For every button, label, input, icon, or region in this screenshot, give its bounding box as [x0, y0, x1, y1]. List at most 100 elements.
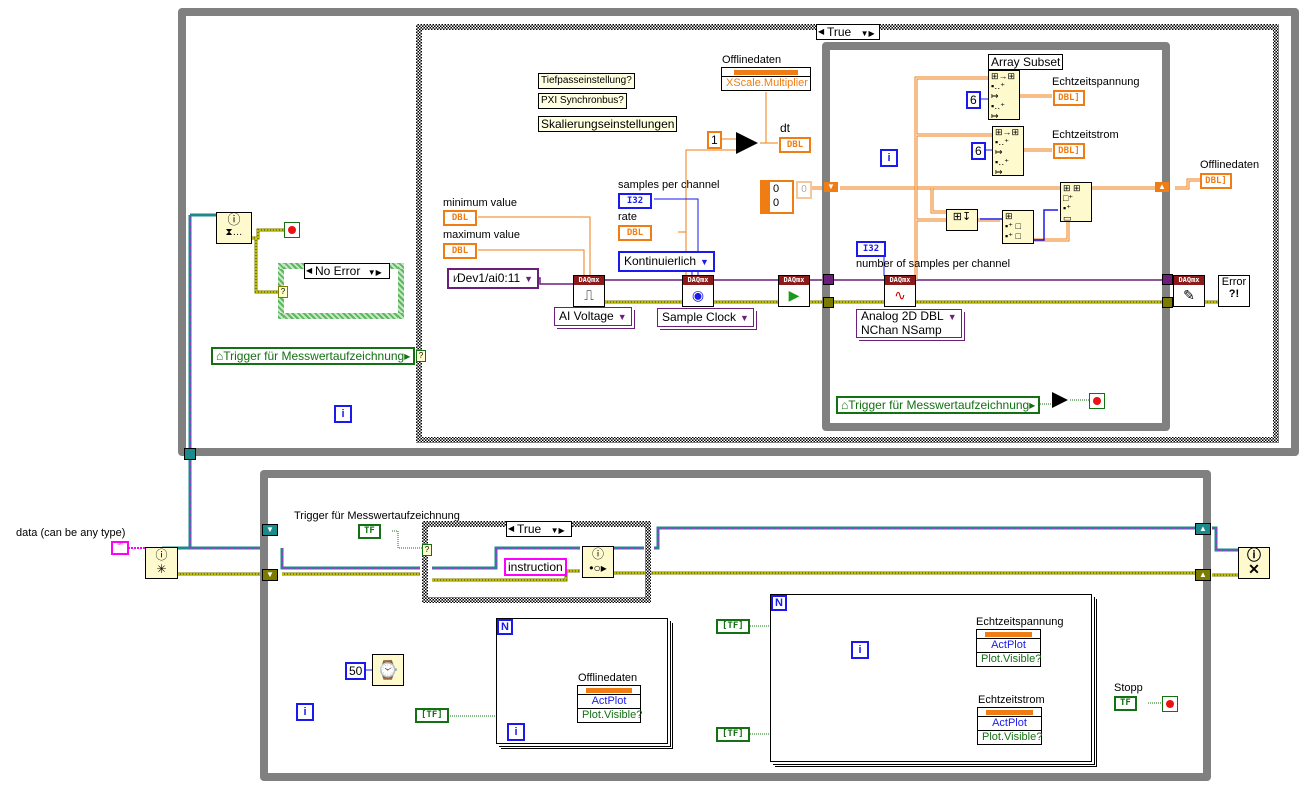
echtzeitstrom-label: Echtzeitstrom	[1052, 129, 1119, 141]
wait-node[interactable]: ⌚	[372, 654, 404, 686]
note-tiefpass: Tiefpasseinstellung?	[538, 73, 635, 89]
task-tunnel	[1162, 274, 1173, 285]
minimum-value-control[interactable]: DBL	[443, 210, 477, 226]
array-constant[interactable]: 0 0	[760, 180, 794, 214]
dropdown-arrow-icon[interactable]: ▼	[947, 312, 957, 322]
dropdown-arrow-icon[interactable]: ▼	[524, 274, 534, 284]
constant-one[interactable]: 1	[707, 131, 722, 149]
shift-register-left[interactable]: ▼	[824, 182, 838, 192]
outer-while-loop[interactable]	[178, 8, 1299, 456]
for-loop-2-boolean-array-1[interactable]: [TF]	[716, 619, 750, 634]
subset-length-constant-1[interactable]: 6	[966, 91, 981, 109]
shift-register-variant-left[interactable]: ▼	[262, 524, 278, 536]
number-samples-control[interactable]: I32	[856, 241, 886, 257]
lower-stop-terminal[interactable]	[1162, 696, 1178, 712]
echtzeitspannung-indicator[interactable]: DBL]	[1053, 90, 1085, 106]
array-subset-node-3[interactable]: ⊞▪⁺ □▪⁺ □	[1002, 210, 1034, 244]
note-skalierung: Skalierungseinstellungen	[538, 116, 678, 132]
array-subset-node-1[interactable]: ⊞→⊞▪‥⁺↦▪‥⁺↦	[988, 70, 1020, 121]
rate-control[interactable]: DBL	[618, 225, 652, 241]
error-case-selector[interactable]: ◀ No Error ▼▶	[304, 263, 390, 279]
lower-while-loop[interactable]	[260, 470, 1211, 781]
instruction-constant[interactable]: instruction	[504, 558, 567, 576]
dt-indicator[interactable]: DBL	[779, 137, 811, 153]
minimum-value-label: minimum value	[443, 197, 517, 209]
offlinedaten-indicator[interactable]: DBL]	[1200, 173, 1232, 189]
maximum-value-label: maximum value	[443, 229, 521, 241]
dropdown-arrow-icon[interactable]: ▼	[617, 312, 627, 322]
iteration-terminal: i	[880, 149, 898, 167]
shift-register-right[interactable]: ▲	[1155, 182, 1169, 192]
home-icon: ⌂	[216, 349, 224, 363]
build-array-node[interactable]: ⊞ ⊞□⁺▪⁺▭	[1060, 182, 1092, 223]
enqueue-node[interactable]: ⓘ•○▸	[582, 546, 614, 578]
timing-mode-ring[interactable]: Kontinuierlich▼	[618, 251, 715, 272]
shift-register-error-right[interactable]: ▲	[1195, 569, 1211, 581]
divide-node[interactable]	[736, 132, 758, 154]
error-case-selector-value: No Error	[315, 264, 361, 278]
echtzeitspannung-prop-label: Echtzeitspannung	[976, 616, 1064, 628]
ai-voltage-ring[interactable]: AI Voltage▼	[554, 307, 632, 326]
offlinedaten-property-node[interactable]: XScale.Multiplier	[721, 67, 811, 91]
data-control[interactable]: “”	[111, 541, 129, 555]
daqmx-timing-node[interactable]: DAQmx◉	[682, 275, 714, 307]
trigger-global-variable[interactable]: ⌂Trigger für Messwertaufzeichnung▸	[211, 347, 416, 365]
error-queue-create-node[interactable]: ⓘ✳	[145, 547, 178, 579]
lower-case-selector-value: True	[517, 522, 542, 536]
shift-register-error-left[interactable]: ▼	[262, 569, 278, 581]
array-index-display[interactable]: 0	[796, 181, 812, 199]
dropdown-arrow-icon[interactable]: ▼	[700, 257, 709, 267]
for-loop-2-iteration: i	[851, 641, 869, 659]
daqmx-clear-task-node[interactable]: DAQmx✎	[1173, 275, 1205, 307]
maximum-value-control[interactable]: DBL	[443, 243, 477, 259]
echtzeitspannung-label: Echtzeitspannung	[1052, 76, 1140, 88]
for-loop-1-boolean-array[interactable]: [TF]	[415, 708, 449, 723]
rate-label: rate	[618, 211, 637, 223]
offlinedaten-plot-property-node[interactable]: ActPlot Plot.Visible?	[577, 685, 642, 723]
dropdown-arrow-icon[interactable]: ▼▶	[860, 29, 875, 38]
case-selector-terminal: ?	[416, 350, 426, 362]
daqmx-start-task-node[interactable]: DAQmx▶	[778, 275, 810, 307]
daqmx-create-channel-node[interactable]: DAQmx⎍	[573, 275, 605, 307]
dropdown-arrow-icon[interactable]: ▼	[740, 313, 749, 323]
hourglass-icon: ⧗…	[225, 227, 243, 238]
trigger-boolean-control[interactable]: TF	[358, 524, 381, 539]
stop-terminal[interactable]	[284, 222, 300, 238]
play-icon: ▶	[788, 287, 800, 303]
error-tunnel	[823, 297, 834, 308]
trigger-global-variable-inner[interactable]: ⌂Trigger für Messwertaufzeichnung▸	[836, 396, 1041, 414]
subset-length-constant-2[interactable]: 6	[971, 142, 986, 160]
lower-case-selector[interactable]: ◀ True ▼▶	[506, 521, 572, 537]
echtzeitspannung-plot-property-node[interactable]: ActPlot Plot.Visible?	[976, 629, 1041, 667]
dropdown-arrow-icon[interactable]: ▼▶	[550, 526, 565, 535]
error-tunnel	[1162, 297, 1173, 308]
array-size-node[interactable]: ⊞↧	[946, 209, 978, 231]
warning-icon: ⓘ	[227, 212, 241, 227]
error-dialog-node[interactable]: Error?!	[1218, 275, 1250, 307]
shift-register-variant-right[interactable]: ▲	[1195, 523, 1211, 535]
array-subset-node-2[interactable]: ⊞→⊞▪‥⁺↦▪‥⁺↦	[992, 126, 1024, 177]
echtzeitstrom-indicator[interactable]: DBL]	[1053, 143, 1085, 159]
for-loop-count-terminal: N	[497, 619, 513, 635]
daqmx-read-node[interactable]: DAQmx∿	[884, 275, 916, 307]
offlinedaten-prop-label: Offlinedaten	[578, 672, 638, 684]
decrement-arrow-icon[interactable]: ◀	[818, 27, 825, 36]
error-status-node[interactable]: ⓘ ⧗…	[216, 212, 252, 244]
release-queue-node[interactable]: ⓘ✕	[1238, 547, 1270, 579]
wait-ms-constant[interactable]: 50	[345, 662, 367, 680]
inner-while-loop[interactable]	[822, 42, 1170, 431]
sample-clock-ring[interactable]: Sample Clock▼	[657, 308, 754, 327]
echtzeitstrom-plot-property-node[interactable]: ActPlot Plot.Visible?	[977, 707, 1042, 745]
stopp-button-control[interactable]: TF	[1114, 696, 1137, 711]
inner-stop-terminal[interactable]	[1089, 393, 1105, 409]
data-label: data (can be any type)	[16, 527, 126, 539]
read-mode-ring[interactable]: Analog 2D DBL▼NChan NSamp	[856, 309, 962, 338]
dropdown-arrow-icon[interactable]: ▼▶	[367, 268, 382, 277]
divide-icon: ÷	[738, 134, 745, 146]
eraser-icon: ✎	[1183, 287, 1195, 303]
samples-per-channel-control[interactable]: I32	[618, 193, 652, 209]
physical-channel-constant[interactable]: I⁄Dev1/ai0:11▼	[447, 268, 540, 289]
not-node[interactable]	[1052, 392, 1068, 408]
for-loop-2-boolean-array-2[interactable]: [TF]	[716, 727, 750, 742]
case-selector[interactable]: ◀ True ▼▶	[816, 24, 880, 40]
